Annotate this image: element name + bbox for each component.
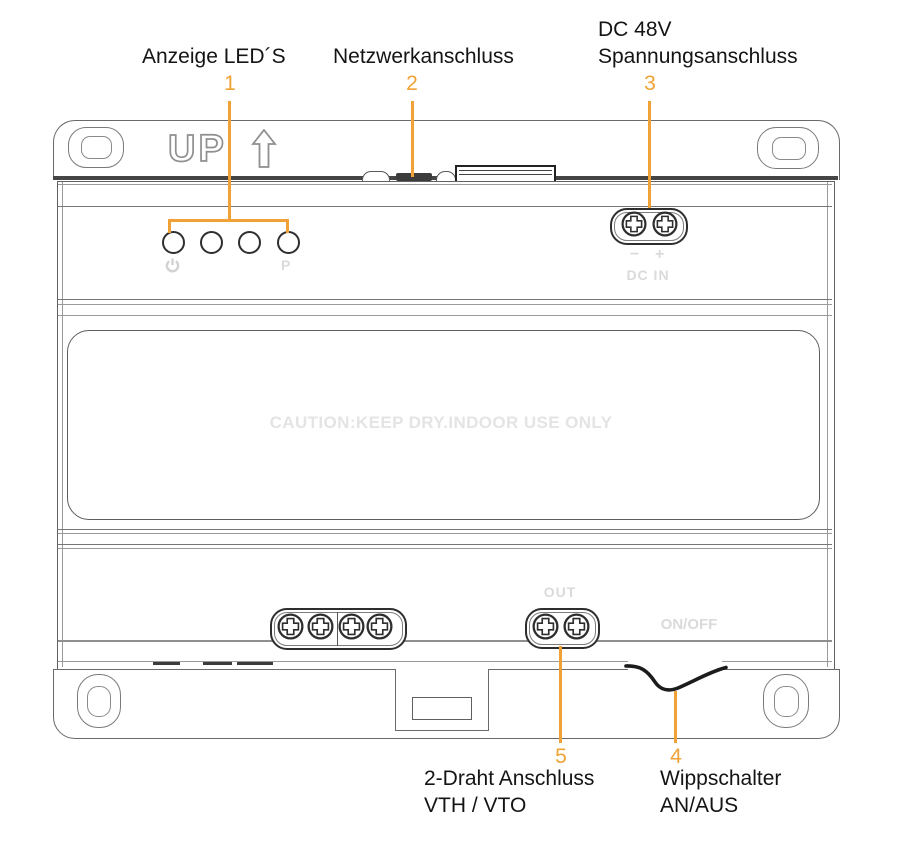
led-3 (238, 231, 261, 254)
power-symbol-icon (165, 258, 180, 273)
mount-hole-top-right-inner (772, 137, 806, 160)
section-line-3 (58, 304, 832, 305)
top-edge-bump-right (436, 171, 456, 181)
leader-bracket-1 (168, 219, 289, 222)
callout-number-1: 1 (224, 72, 236, 95)
dc-in-plus-symbol: + (655, 246, 665, 263)
network-port-latch (396, 173, 432, 181)
callout-number-4: 4 (670, 745, 682, 768)
out-screw-1 (532, 613, 559, 640)
led-power (162, 231, 185, 254)
in-screw-1 (277, 613, 304, 640)
leader-line-4 (674, 691, 677, 743)
callout-number-2: 2 (406, 72, 418, 95)
body-inner-edge-top (58, 184, 832, 185)
din-clip-window (412, 697, 472, 720)
mount-hole-bottom-left-inner (87, 686, 111, 717)
dc-in-screw-plus (652, 211, 678, 237)
leader-line-2 (411, 101, 414, 177)
in-screw-2 (307, 613, 334, 640)
section-line-6 (58, 533, 832, 534)
led-2 (200, 231, 223, 254)
section-line-4 (58, 315, 832, 316)
rocker-notch (628, 659, 722, 671)
section-line-8 (58, 548, 832, 549)
in-screw-3 (338, 613, 365, 640)
bottom-edge-dash (203, 662, 232, 665)
bottom-edge-dash (237, 662, 273, 665)
top-edge-bump-left (362, 171, 390, 181)
up-arrow-icon (251, 129, 277, 168)
callout-number-3: 3 (644, 72, 656, 95)
section-line-5 (58, 529, 832, 530)
callout-label-rocker-line1: Wippschalter (660, 767, 782, 790)
bottom-edge-dash (153, 662, 180, 665)
body-inner-edge-left (62, 182, 63, 667)
callout-label-power-line1: DC 48V (598, 18, 672, 41)
out-label: OUT (543, 584, 577, 600)
leader-line-5 (559, 646, 562, 743)
terminal-block-divider (337, 612, 338, 646)
dc-in-screw-minus (621, 211, 647, 237)
mount-hole-bottom-right-inner (774, 686, 799, 717)
rocker-switch (624, 664, 728, 692)
callout-label-network: Netzwerkanschluss (333, 45, 514, 68)
led-p-label: P (281, 257, 291, 273)
front-face-bottom-line (58, 640, 832, 642)
callout-number-5: 5 (555, 745, 567, 768)
callout-label-leds: Anzeige LED´S (142, 45, 286, 68)
leader-drop-1b (286, 219, 289, 233)
out-screw-2 (563, 613, 590, 640)
callout-label-rocker-line2: AN/AUS (660, 794, 739, 817)
callout-label-power-line2: Spannungsanschluss (598, 45, 798, 68)
center-panel (67, 330, 820, 520)
leader-drop-1a (168, 219, 171, 233)
led-p (277, 231, 300, 254)
section-line-2 (58, 299, 832, 300)
in-screw-4 (366, 613, 393, 640)
dc-in-label: DC IN (626, 267, 670, 283)
leader-line-1 (228, 101, 231, 221)
section-line-1 (58, 206, 832, 207)
dc-in-minus-symbol: − (630, 246, 640, 263)
body-bottom-inner-line (58, 661, 832, 662)
mount-hole-top-left-inner (81, 136, 112, 159)
callout-label-two-wire-line1: 2-Draht Anschluss (424, 767, 595, 790)
caution-text: CAUTION:KEEP DRY.INDOOR USE ONLY (269, 413, 613, 432)
on-off-label: ON/OFF (660, 616, 718, 633)
section-line-7 (58, 544, 832, 545)
leader-line-3 (648, 101, 651, 208)
body-inner-edge-right (827, 182, 828, 667)
up-marking: UP (167, 127, 227, 171)
callout-label-two-wire-line2: VTH / VTO (424, 794, 527, 817)
top-flange (53, 120, 840, 180)
